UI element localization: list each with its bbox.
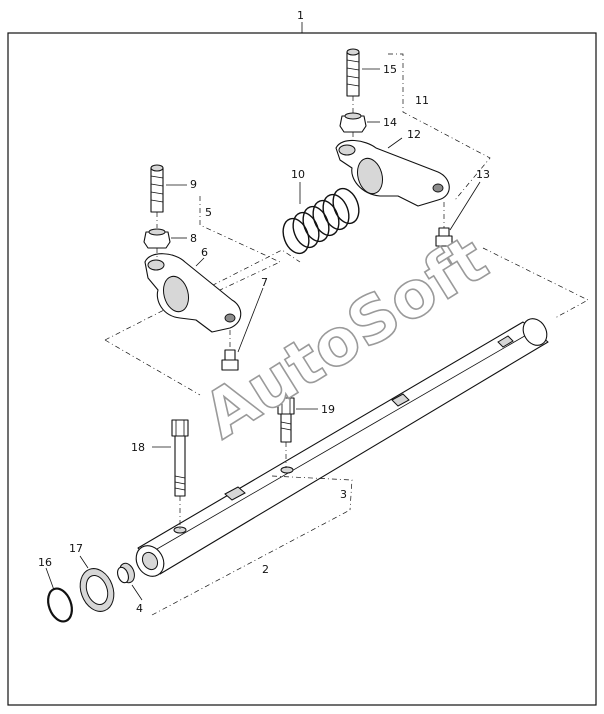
spacer-spring (282, 187, 360, 255)
leader-4 (131, 584, 143, 601)
group-outline (104, 249, 301, 341)
watermark: AutoSoft (191, 222, 500, 453)
rocker-shaft (135, 318, 549, 577)
small-plug (117, 562, 135, 584)
long-bolt (171, 419, 189, 530)
leader-16 (45, 567, 55, 591)
callout-11: 11 (415, 94, 429, 107)
rocker-arm-left (144, 253, 242, 333)
callout-9: 9 (190, 178, 197, 191)
bracket-3 (271, 475, 353, 511)
rocker-bolt-left (221, 330, 239, 371)
snap-ring (47, 587, 73, 623)
callout-5: 5 (205, 206, 212, 219)
callout-18: 18 (131, 441, 145, 454)
leader-6 (195, 257, 205, 267)
bracket-5 (199, 196, 281, 291)
callout-15: 15 (383, 63, 397, 76)
callout-4: 4 (136, 602, 143, 615)
bracket-11 (388, 53, 491, 201)
leader-13 (449, 181, 481, 231)
callout-17: 17 (69, 542, 83, 555)
callout-16: 16 (38, 556, 52, 569)
callout-7: 7 (261, 276, 268, 289)
callout-6: 6 (201, 246, 208, 259)
adjusting-screw-left (150, 164, 164, 228)
group-outline (482, 247, 589, 319)
short-bolt (277, 397, 295, 468)
callout-14: 14 (383, 116, 397, 129)
callout-19: 19 (321, 403, 335, 416)
rocker-arm-right (335, 139, 450, 207)
leader-7 (237, 287, 264, 353)
leader-12 (387, 137, 403, 149)
callout-1: 1 (297, 9, 304, 22)
callout-13: 13 (476, 168, 490, 181)
group-outline (104, 339, 201, 396)
callout-10: 10 (291, 168, 305, 181)
rocker-bolt-right (435, 202, 453, 247)
lock-nut-left (143, 228, 171, 258)
callout-3: 3 (340, 488, 347, 501)
callout-8: 8 (190, 232, 197, 245)
adjusting-screw-right (346, 48, 360, 114)
callout-2: 2 (262, 563, 269, 576)
leader-17 (79, 555, 89, 569)
lock-nut-right (339, 112, 367, 142)
thrust-washer (79, 568, 115, 612)
callout-12: 12 (407, 128, 421, 141)
bracket-2 (151, 509, 351, 616)
